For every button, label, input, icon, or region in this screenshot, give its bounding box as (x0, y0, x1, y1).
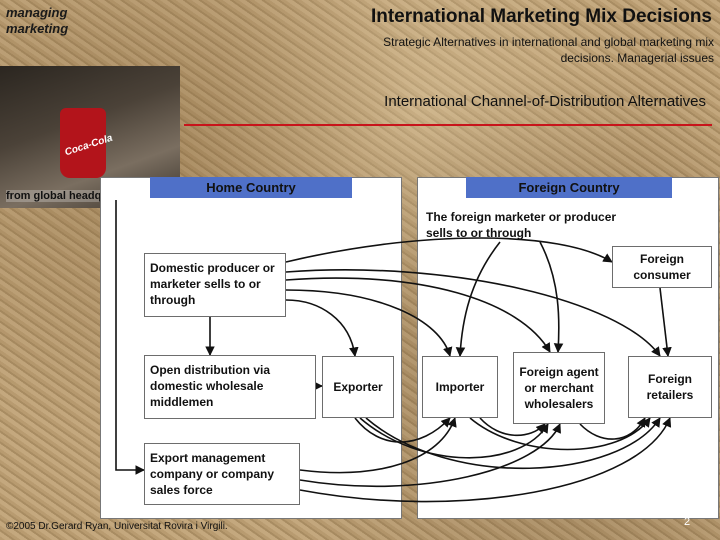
arrow-exporter-to-retailers (365, 417, 661, 470)
arrow-agent-to-retailers (579, 417, 646, 440)
arrow-exporter-to-agent (359, 417, 549, 459)
arrow-emc-to-retailers (299, 417, 672, 503)
arrow-exporter-to-importer (354, 417, 451, 443)
arrow-consumer-down (659, 287, 672, 357)
arrow-domestic-to-retailers (285, 269, 661, 357)
arrow-importer-to-agent (479, 417, 546, 437)
foreign-country-header: Foreign Country (466, 177, 672, 198)
arrow-emc-to-importer (299, 417, 457, 474)
node-exporter: Exporter (322, 356, 394, 418)
copyright-footer: ©2005 Dr.Gerard Ryan, Universitat Rovira… (6, 521, 228, 532)
page-subtitle: Strategic Alternatives in international … (383, 35, 714, 65)
bottle-graphic (60, 108, 106, 178)
arrow-domestic-to-consumer (285, 237, 613, 263)
page-title: International Marketing Mix Decisions (370, 6, 712, 27)
title-rule (184, 124, 712, 126)
brand-label: managing marketing (6, 5, 69, 36)
section-title: International Channel-of-Distribution Al… (384, 93, 706, 110)
node-foreign-agent: Foreign agent or merchant wholesalers (513, 352, 605, 424)
arrow-intro-to-importer (455, 241, 501, 357)
arrow-domestic-to-exporter (285, 299, 359, 357)
arrow-domestic-to-agent (285, 277, 551, 353)
home-country-header: Home Country (150, 177, 352, 198)
node-open-distribution: Open distribution via domestic wholesale… (144, 355, 316, 419)
node-foreign-consumer: Foreign consumer (612, 246, 712, 288)
arrow-importer-to-retailers (469, 417, 651, 451)
node-foreign-retailers: Foreign retailers (628, 356, 712, 418)
arrow-hq-to-domestic (115, 200, 145, 475)
node-domestic-producer: Domestic producer or marketer sells to o… (144, 253, 286, 317)
page-number: 2 (684, 516, 691, 528)
node-importer: Importer (422, 356, 498, 418)
node-export-management: Export management company or company sal… (144, 443, 300, 505)
foreign-intro-text: The foreign marketer or producer sells t… (426, 209, 646, 241)
arrow-emc-to-agent (299, 423, 561, 488)
arrow-intro-to-agent (539, 241, 564, 353)
arrow-domestic-to-importer (285, 289, 453, 357)
